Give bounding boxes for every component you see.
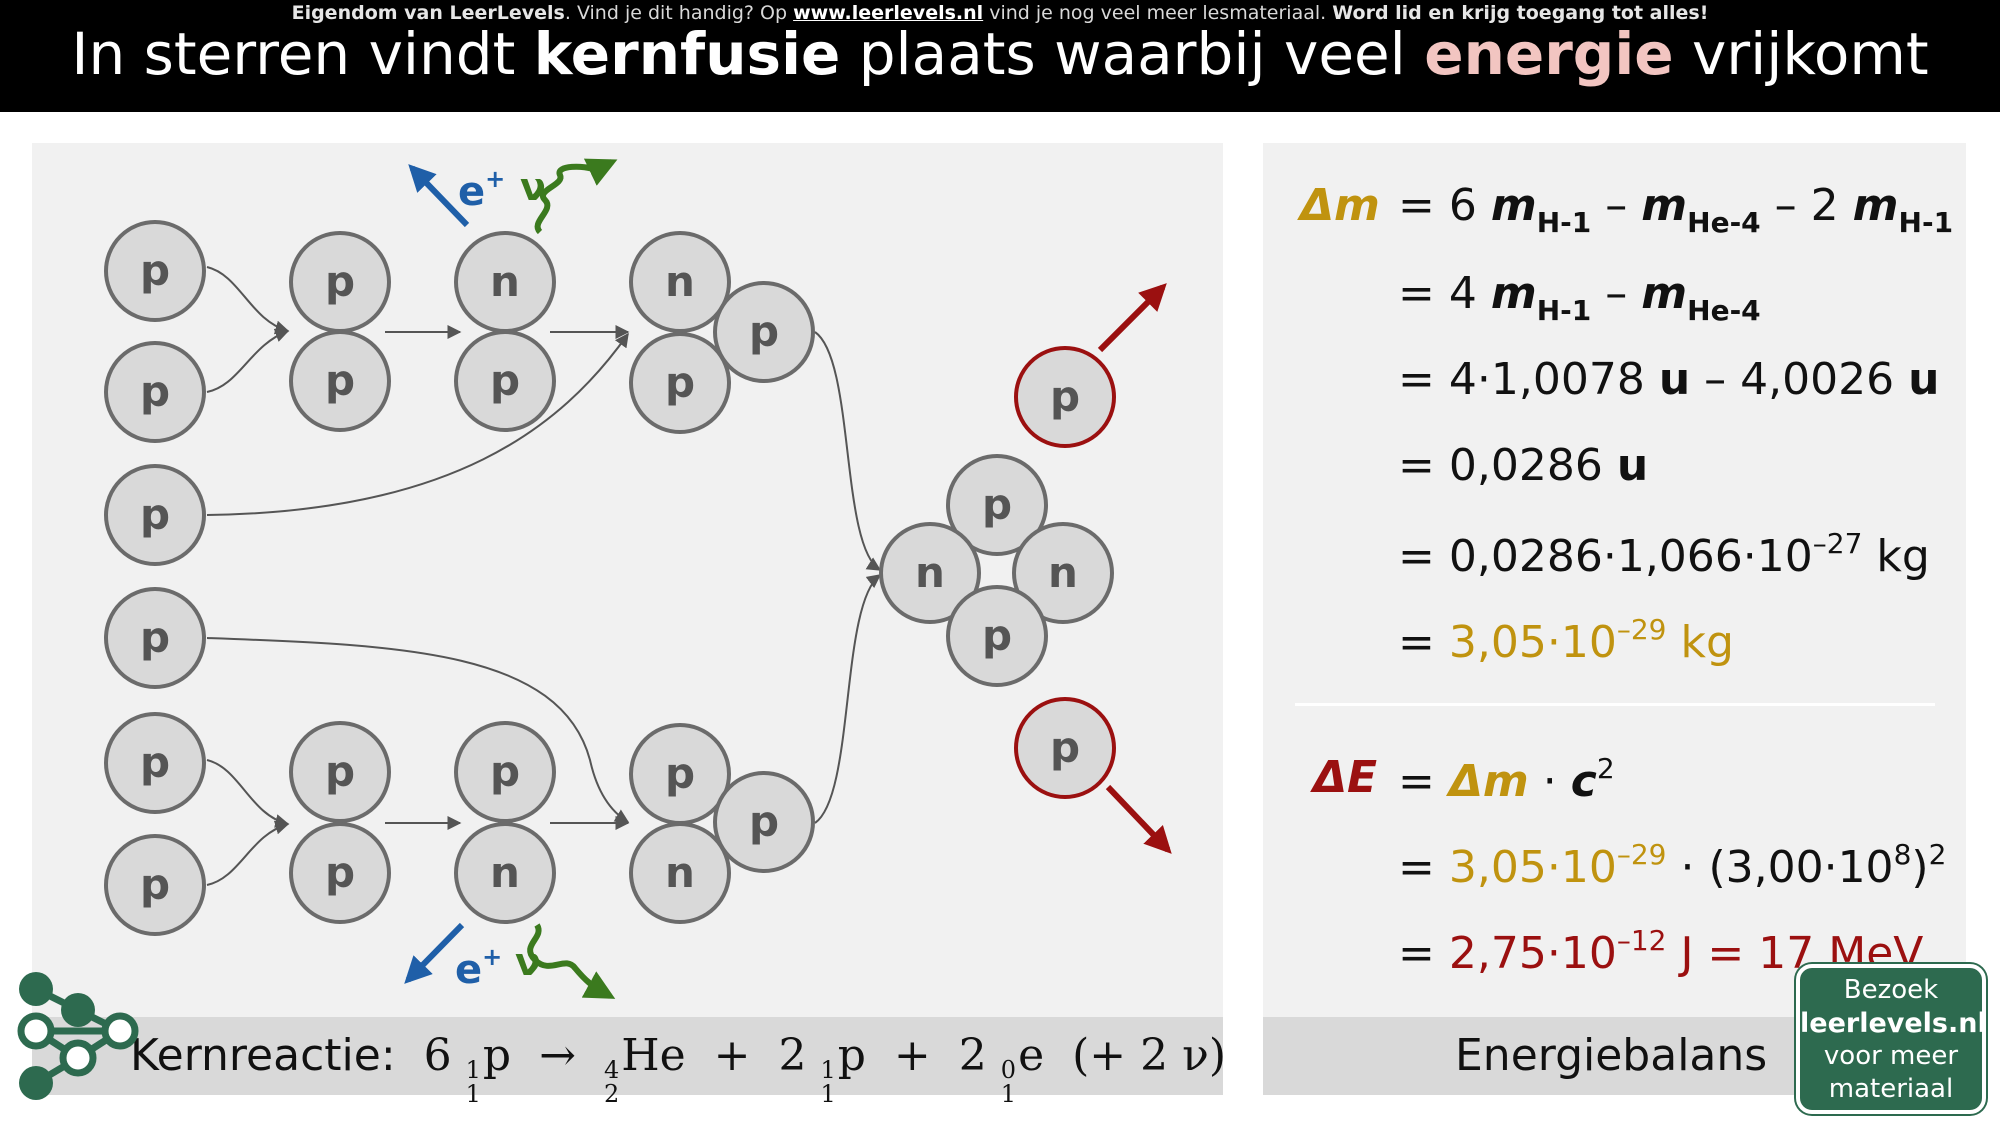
svg-text:p: p bbox=[490, 747, 520, 796]
svg-text:p: p bbox=[1050, 723, 1080, 772]
neutron: n bbox=[454, 231, 556, 333]
proton-out-arrow bbox=[1097, 283, 1167, 353]
path-arrow bbox=[814, 574, 882, 824]
proton: p bbox=[104, 341, 206, 443]
svg-text:p: p bbox=[140, 490, 170, 539]
reaction-bar bbox=[32, 1017, 1223, 1095]
svg-text:p: p bbox=[140, 860, 170, 909]
energy-line-1: = Δm · c2 bbox=[1398, 752, 1615, 807]
energy-line-2: = 3,05·10–29 · (3,00·108)2 bbox=[1398, 838, 1947, 893]
neutrino-wave bbox=[527, 923, 616, 999]
delta-m-label: Δm bbox=[1300, 180, 1380, 231]
mass-line-3: = 4·1,0078 u – 4,0026 u bbox=[1398, 354, 1940, 405]
svg-text:p: p bbox=[325, 747, 355, 796]
proton: p bbox=[104, 587, 206, 689]
proton: p bbox=[104, 834, 206, 936]
svg-text:p: p bbox=[325, 257, 355, 306]
neutron: n bbox=[879, 522, 981, 624]
proton: p bbox=[454, 721, 556, 823]
mass-line-1: = 6 mH-1 – mHe-4 – 2 mH-1 bbox=[1398, 180, 1954, 239]
ejected-proton: p bbox=[1014, 346, 1116, 448]
header: Eigendom van LeerLevels. Vind je dit han… bbox=[0, 0, 2000, 112]
svg-text:p: p bbox=[140, 246, 170, 295]
svg-text:p: p bbox=[1050, 372, 1080, 421]
neutron: n bbox=[454, 822, 556, 924]
proton: p bbox=[104, 220, 206, 322]
svg-text:p: p bbox=[982, 611, 1012, 660]
energy-balance-panel bbox=[1263, 143, 1966, 1095]
proton: p bbox=[946, 454, 1048, 556]
svg-text:n: n bbox=[1048, 548, 1078, 597]
proton: p bbox=[289, 231, 391, 333]
neutron: n bbox=[629, 231, 731, 333]
proton: p bbox=[104, 712, 206, 814]
neutrino-wave bbox=[534, 158, 618, 235]
svg-text:n: n bbox=[490, 848, 520, 897]
positron-arrow bbox=[408, 164, 470, 228]
mass-line-2: = 4 mH-1 – mHe-4 bbox=[1398, 268, 1761, 327]
path-arrow bbox=[206, 637, 630, 823]
proton: p bbox=[629, 723, 731, 825]
ejected-proton: p bbox=[1014, 697, 1116, 799]
svg-text:n: n bbox=[915, 548, 945, 597]
proton: p bbox=[713, 281, 815, 383]
svg-text:p: p bbox=[490, 356, 520, 405]
svg-text:p: p bbox=[325, 848, 355, 897]
svg-text:p: p bbox=[140, 367, 170, 416]
svg-text:n: n bbox=[665, 848, 695, 897]
reaction-paths bbox=[206, 266, 882, 886]
positron-label: e+ bbox=[455, 943, 502, 993]
ownership-notice: Eigendom van LeerLevels. Vind je dit han… bbox=[291, 2, 1709, 24]
proton: p bbox=[289, 822, 391, 924]
svg-text:p: p bbox=[665, 749, 695, 798]
mass-line-5: = 0,0286·1,066·10–27 kg bbox=[1398, 527, 1930, 582]
svg-text:p: p bbox=[982, 480, 1012, 529]
svg-text:p: p bbox=[325, 356, 355, 405]
delta-e-label: ΔE bbox=[1313, 752, 1378, 803]
page-title: In sterren vindt kernfusie plaats waarbi… bbox=[71, 20, 1929, 88]
svg-text:n: n bbox=[490, 257, 520, 306]
svg-text:n: n bbox=[665, 257, 695, 306]
neutron: n bbox=[629, 822, 731, 924]
proton: p bbox=[104, 464, 206, 566]
path-arrow bbox=[206, 820, 290, 886]
proton-out-arrow bbox=[1105, 784, 1172, 854]
positron-label: e+ bbox=[458, 165, 505, 215]
svg-text:p: p bbox=[749, 797, 779, 846]
proton: p bbox=[289, 721, 391, 823]
path-arrow bbox=[206, 266, 290, 335]
path-arrow bbox=[206, 328, 290, 393]
path-arrow bbox=[206, 759, 290, 828]
neutrino-label: ν bbox=[520, 165, 546, 209]
neutron: n bbox=[1012, 522, 1114, 624]
svg-text:p: p bbox=[665, 358, 695, 407]
mass-line-4: = 0,0286 u bbox=[1398, 440, 1649, 491]
proton: p bbox=[289, 330, 391, 432]
svg-text:p: p bbox=[140, 613, 170, 662]
separator bbox=[1295, 703, 1935, 706]
proton: p bbox=[713, 771, 815, 873]
path-arrow bbox=[206, 332, 629, 516]
leerlevels-logo-icon bbox=[17, 972, 139, 1100]
neutrino-label: ν bbox=[515, 940, 541, 984]
visit-leerlevels-button[interactable]: Bezoek leerlevels.nl voor meer materiaal bbox=[1796, 964, 1987, 1114]
proton: p bbox=[454, 330, 556, 432]
energy-balance-label: Energiebalans bbox=[1455, 1030, 1768, 1081]
proton: p bbox=[946, 585, 1048, 687]
svg-text:p: p bbox=[140, 738, 170, 787]
positron-arrow bbox=[404, 922, 465, 984]
proton: p bbox=[629, 332, 731, 434]
website-link[interactable]: www.leerlevels.nl bbox=[793, 2, 984, 24]
mass-line-6: = 3,05·10–29 kg bbox=[1398, 613, 1734, 668]
path-arrow bbox=[814, 331, 882, 571]
svg-text:p: p bbox=[749, 307, 779, 356]
